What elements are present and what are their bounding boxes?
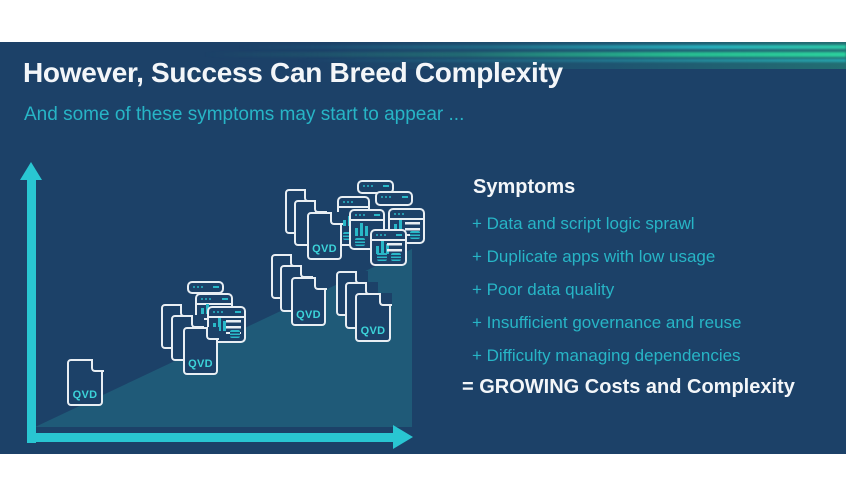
qvd-label: QVD	[188, 358, 213, 370]
qvd-document-icon: QVD	[355, 292, 392, 342]
mini-bar-chart-icon	[355, 223, 369, 236]
symptoms-conclusion: = GROWING Costs and Complexity	[462, 376, 795, 398]
qvd-label: QVD	[296, 309, 321, 321]
mini-badge-icon	[343, 232, 353, 240]
symptom-item: + Difficulty managing dependencies	[472, 346, 741, 365]
symptom-item: + Insufficient governance and reuse	[472, 313, 742, 332]
window-dots-icon	[362, 184, 365, 187]
window-titlebar	[390, 210, 423, 220]
window-dash-icon	[373, 213, 380, 216]
mini-badge-icon	[230, 330, 240, 338]
window-titlebar	[351, 211, 383, 221]
slide-title: However, Success Can Breed Complexity	[23, 57, 563, 88]
qvd-document-icon: QVD	[307, 211, 343, 260]
window-dots-icon	[200, 297, 203, 300]
window-dash-icon	[234, 310, 241, 313]
qvd-label: QVD	[312, 243, 337, 255]
window-dots-icon	[342, 200, 345, 203]
window-dots-icon	[380, 195, 383, 198]
mini-list-icon	[387, 243, 402, 252]
window-titlebar	[209, 308, 244, 318]
top-gradient-decoration	[0, 42, 846, 69]
x-axis-arrowhead-icon	[393, 425, 413, 449]
glow-streak	[0, 52, 846, 57]
growth-diagram: QVD QVD	[0, 42, 846, 454]
window-dots-icon	[192, 285, 195, 288]
symptom-item: + Duplicate apps with low usage	[472, 247, 716, 266]
y-axis-arrowhead-icon	[20, 162, 42, 180]
app-window-icon	[207, 306, 246, 343]
window-titlebar	[339, 198, 368, 208]
window-dash-icon	[382, 184, 389, 187]
slide-subtitle: And some of these symptoms may start to …	[24, 104, 465, 125]
glow-streak	[0, 59, 846, 62]
qvd-document-icon: QVD	[291, 276, 327, 326]
window-titlebar	[372, 231, 405, 241]
mini-bar-chart-icon	[376, 241, 390, 254]
qvd-document-icon: QVD	[67, 358, 104, 406]
app-window-icon	[370, 229, 407, 266]
window-dash-icon	[221, 297, 228, 300]
window-dash-icon	[212, 285, 219, 288]
y-axis-arrow-icon	[27, 179, 36, 443]
symptom-item: + Poor data quality	[472, 280, 615, 299]
x-axis-arrow-icon	[27, 433, 394, 442]
qvd-label: QVD	[360, 325, 386, 337]
window-dots-icon	[375, 233, 378, 236]
qvd-label: QVD	[72, 389, 98, 401]
mini-badge-icon	[355, 238, 365, 246]
window-titlebar	[197, 295, 231, 305]
slide-background: However, Success Can Breed Complexity An…	[0, 42, 846, 454]
window-dots-icon	[393, 212, 396, 215]
symptoms-heading: Symptoms	[473, 176, 576, 198]
mini-badge-icon	[410, 231, 420, 239]
app-window-icon	[375, 191, 413, 206]
glow-streak	[0, 45, 846, 49]
window-dots-icon	[212, 310, 215, 313]
window-dash-icon	[401, 195, 408, 198]
mini-badge-icon	[391, 253, 401, 261]
mini-bar-chart-icon	[394, 220, 403, 230]
mini-bar-chart-icon	[201, 304, 210, 314]
window-dash-icon	[395, 233, 402, 236]
window-dots-icon	[354, 213, 357, 216]
qvd-document-icon: QVD	[183, 326, 219, 375]
mini-badge-icon	[377, 253, 387, 261]
symptom-item: + Data and script logic sprawl	[472, 214, 695, 233]
mini-bar-chart-icon	[343, 216, 352, 226]
